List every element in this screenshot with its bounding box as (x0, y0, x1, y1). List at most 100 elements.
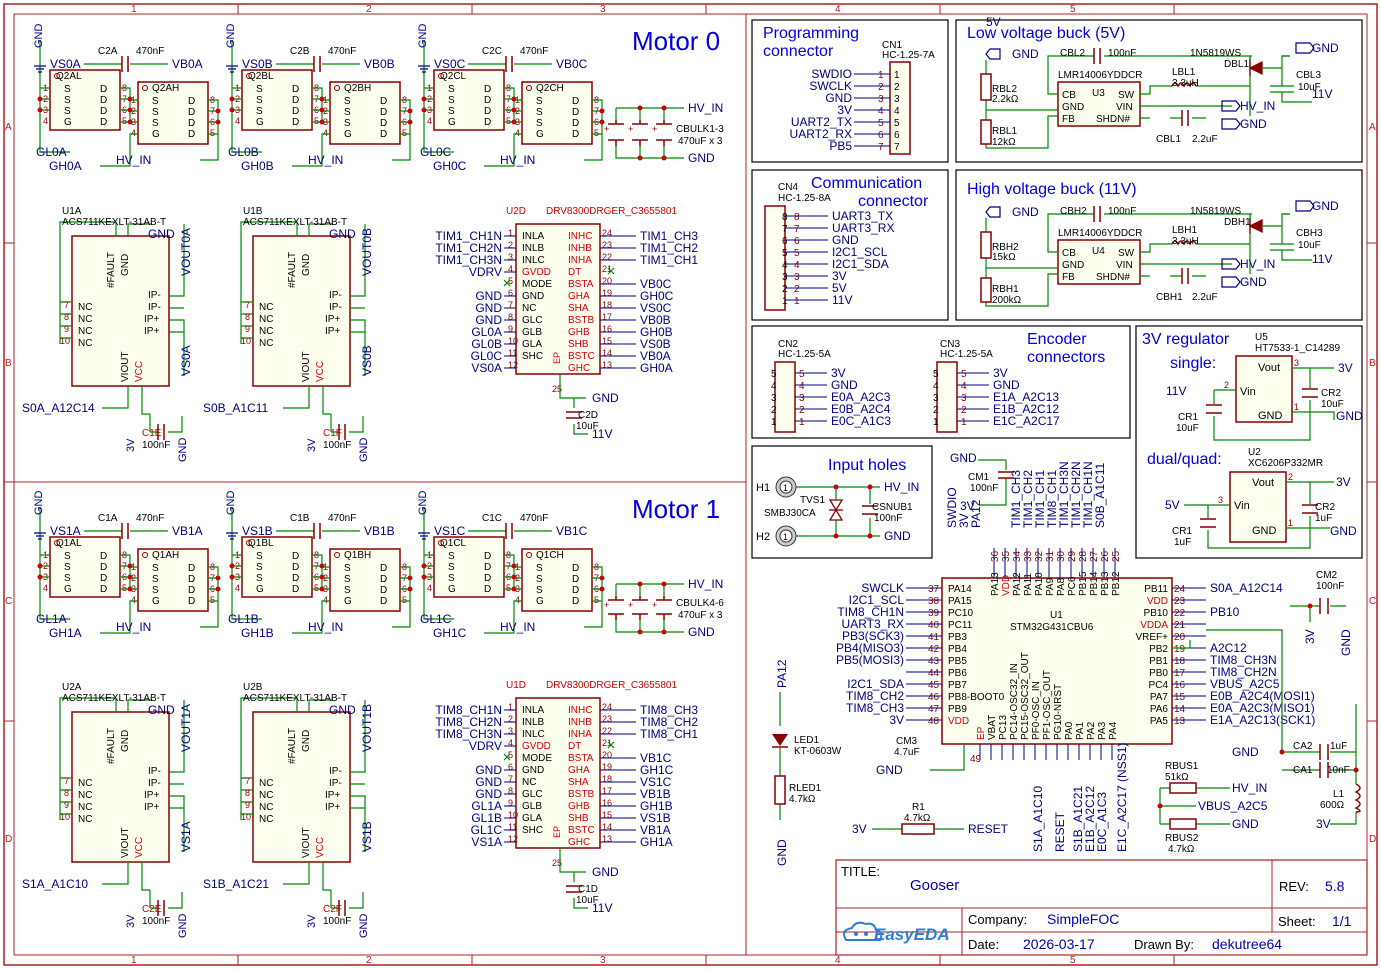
net-label: VS1A (179, 821, 193, 852)
pin-number: 1 (508, 228, 513, 238)
component-value: 2.2uF (1192, 292, 1218, 303)
pin-label: FB (1062, 272, 1075, 283)
net-label: 3V (125, 438, 137, 452)
pin-label: INLA (522, 231, 545, 242)
motor1-sensors: U2AACS711KEXLT-31AB-TVOUT1AVS1AS1A_A1C10… (22, 682, 374, 938)
pin-number: 29 (1067, 550, 1078, 562)
pin-label: PC14-OSC32_IN (1009, 663, 1020, 740)
component-value: 470uF x 3 (678, 136, 723, 147)
component-value: 4.7kΩ (904, 813, 931, 824)
pin-number: 19 (602, 288, 612, 298)
net-label: VS1B (242, 524, 273, 538)
pin-label: GND (1062, 102, 1084, 113)
component-ref: LBL1 (1172, 67, 1196, 78)
net-label: 3V (852, 822, 867, 836)
pin-number: 20 (1174, 632, 1186, 643)
pin-number: 22 (602, 252, 612, 262)
company-value: SimpleFOC (1047, 911, 1119, 927)
component-ref: CR2 (1321, 388, 1341, 399)
motor1-bulk-caps: +++ HV_IN GND CBULK4-6 470uF x 3 (604, 577, 724, 639)
pin-label: PB3 (948, 632, 967, 643)
net-label: GND (1012, 47, 1039, 61)
svg-text:+: + (604, 124, 609, 134)
pin-number: 1 (799, 417, 805, 428)
pin-label: 5 (782, 248, 788, 259)
pin-label: VIN (1116, 102, 1133, 113)
component-value: 470nF (520, 513, 548, 524)
net-label: GND (1012, 205, 1039, 219)
pin-number: 15 (602, 336, 612, 346)
pin-number: 7 (245, 300, 250, 310)
net-label: TIM1_CH3 (640, 229, 698, 243)
net-label: E0C_A1C3 (831, 414, 891, 428)
pin-label: PA9 (1045, 577, 1056, 596)
pin-label: SW (1118, 248, 1135, 259)
col-label: 4 (835, 4, 841, 15)
pin-label: SHB (568, 339, 589, 350)
pin-label: PA5 (1150, 716, 1169, 727)
net-label: GH0B (640, 325, 673, 339)
pin-number: 16 (602, 798, 612, 808)
net-label: GH0B (241, 159, 274, 173)
pin-number: 6 (794, 236, 800, 247)
pin-number: 17 (602, 786, 612, 796)
pin-number: 21 (602, 264, 612, 274)
component-value: 2.2kΩ (992, 94, 1019, 105)
pin-number: 2 (799, 405, 805, 416)
component-ref: Q2AH (152, 83, 179, 94)
pin-label: FB (1062, 114, 1075, 125)
pin-number: 8 (245, 788, 250, 798)
col-label: 2 (366, 4, 372, 15)
net-label: VOUT1B (360, 704, 374, 752)
pin-label: 2 (933, 405, 939, 416)
net-label: VS0C (640, 301, 672, 315)
pin-label: VIN (1116, 260, 1133, 271)
pin-number: 13 (1174, 716, 1186, 727)
net-label: S1B_A1C21 (1071, 786, 1085, 852)
pin-label: NC (522, 777, 536, 788)
pin-number: 41 (928, 632, 940, 643)
net-label: 3V (960, 499, 975, 513)
component-ref: LED1 (794, 735, 819, 746)
net-label: TIM8_CH3N (435, 727, 502, 741)
component-ref: H1 (756, 482, 770, 494)
component-part: HC-1.25-8A (778, 193, 831, 204)
pin-label: PB8-BOOT0 (948, 692, 1005, 703)
pin-number: 18 (1174, 656, 1186, 667)
pin-number: 4 (961, 381, 967, 392)
pin-label: VDDA (1140, 620, 1168, 631)
net-label: GND (1232, 817, 1259, 831)
pin-label: SHDN# (1096, 272, 1130, 283)
pin-label: 3 (771, 393, 777, 404)
pin-label: PA14 (948, 584, 972, 595)
pin-number: 20 (602, 276, 612, 286)
component-value: 1uF (1330, 741, 1347, 752)
pin-label: GLC (522, 789, 543, 800)
net-label: GND (329, 227, 356, 241)
pin-label: Vout (1252, 477, 1274, 489)
pin-label: PB12 (1111, 571, 1122, 596)
component-ref: U5 (1255, 332, 1268, 343)
component-ref: U1 (1050, 610, 1063, 621)
col-label: 1 (131, 955, 137, 966)
pin-label: 4 (933, 381, 939, 392)
pin-number: 7 (64, 300, 69, 310)
net-label: 5V (986, 15, 1001, 29)
pin-number: 8 (64, 312, 69, 322)
net-label: 3V (306, 438, 318, 452)
net-label: TIM1_CH1 (1033, 470, 1047, 528)
net-label: GND (876, 763, 903, 777)
buck-converter: LMR14006YDDCRU4CBGNDFBSWVINSHDN#RBH215kΩ… (980, 199, 1339, 307)
pin-label: PA12 (1012, 572, 1023, 596)
component-ref: CBULK4-6 (676, 598, 724, 609)
net-label: 3V (832, 269, 847, 283)
component-ref: U3 (1092, 88, 1105, 99)
component-ref: RBH1 (992, 284, 1019, 295)
